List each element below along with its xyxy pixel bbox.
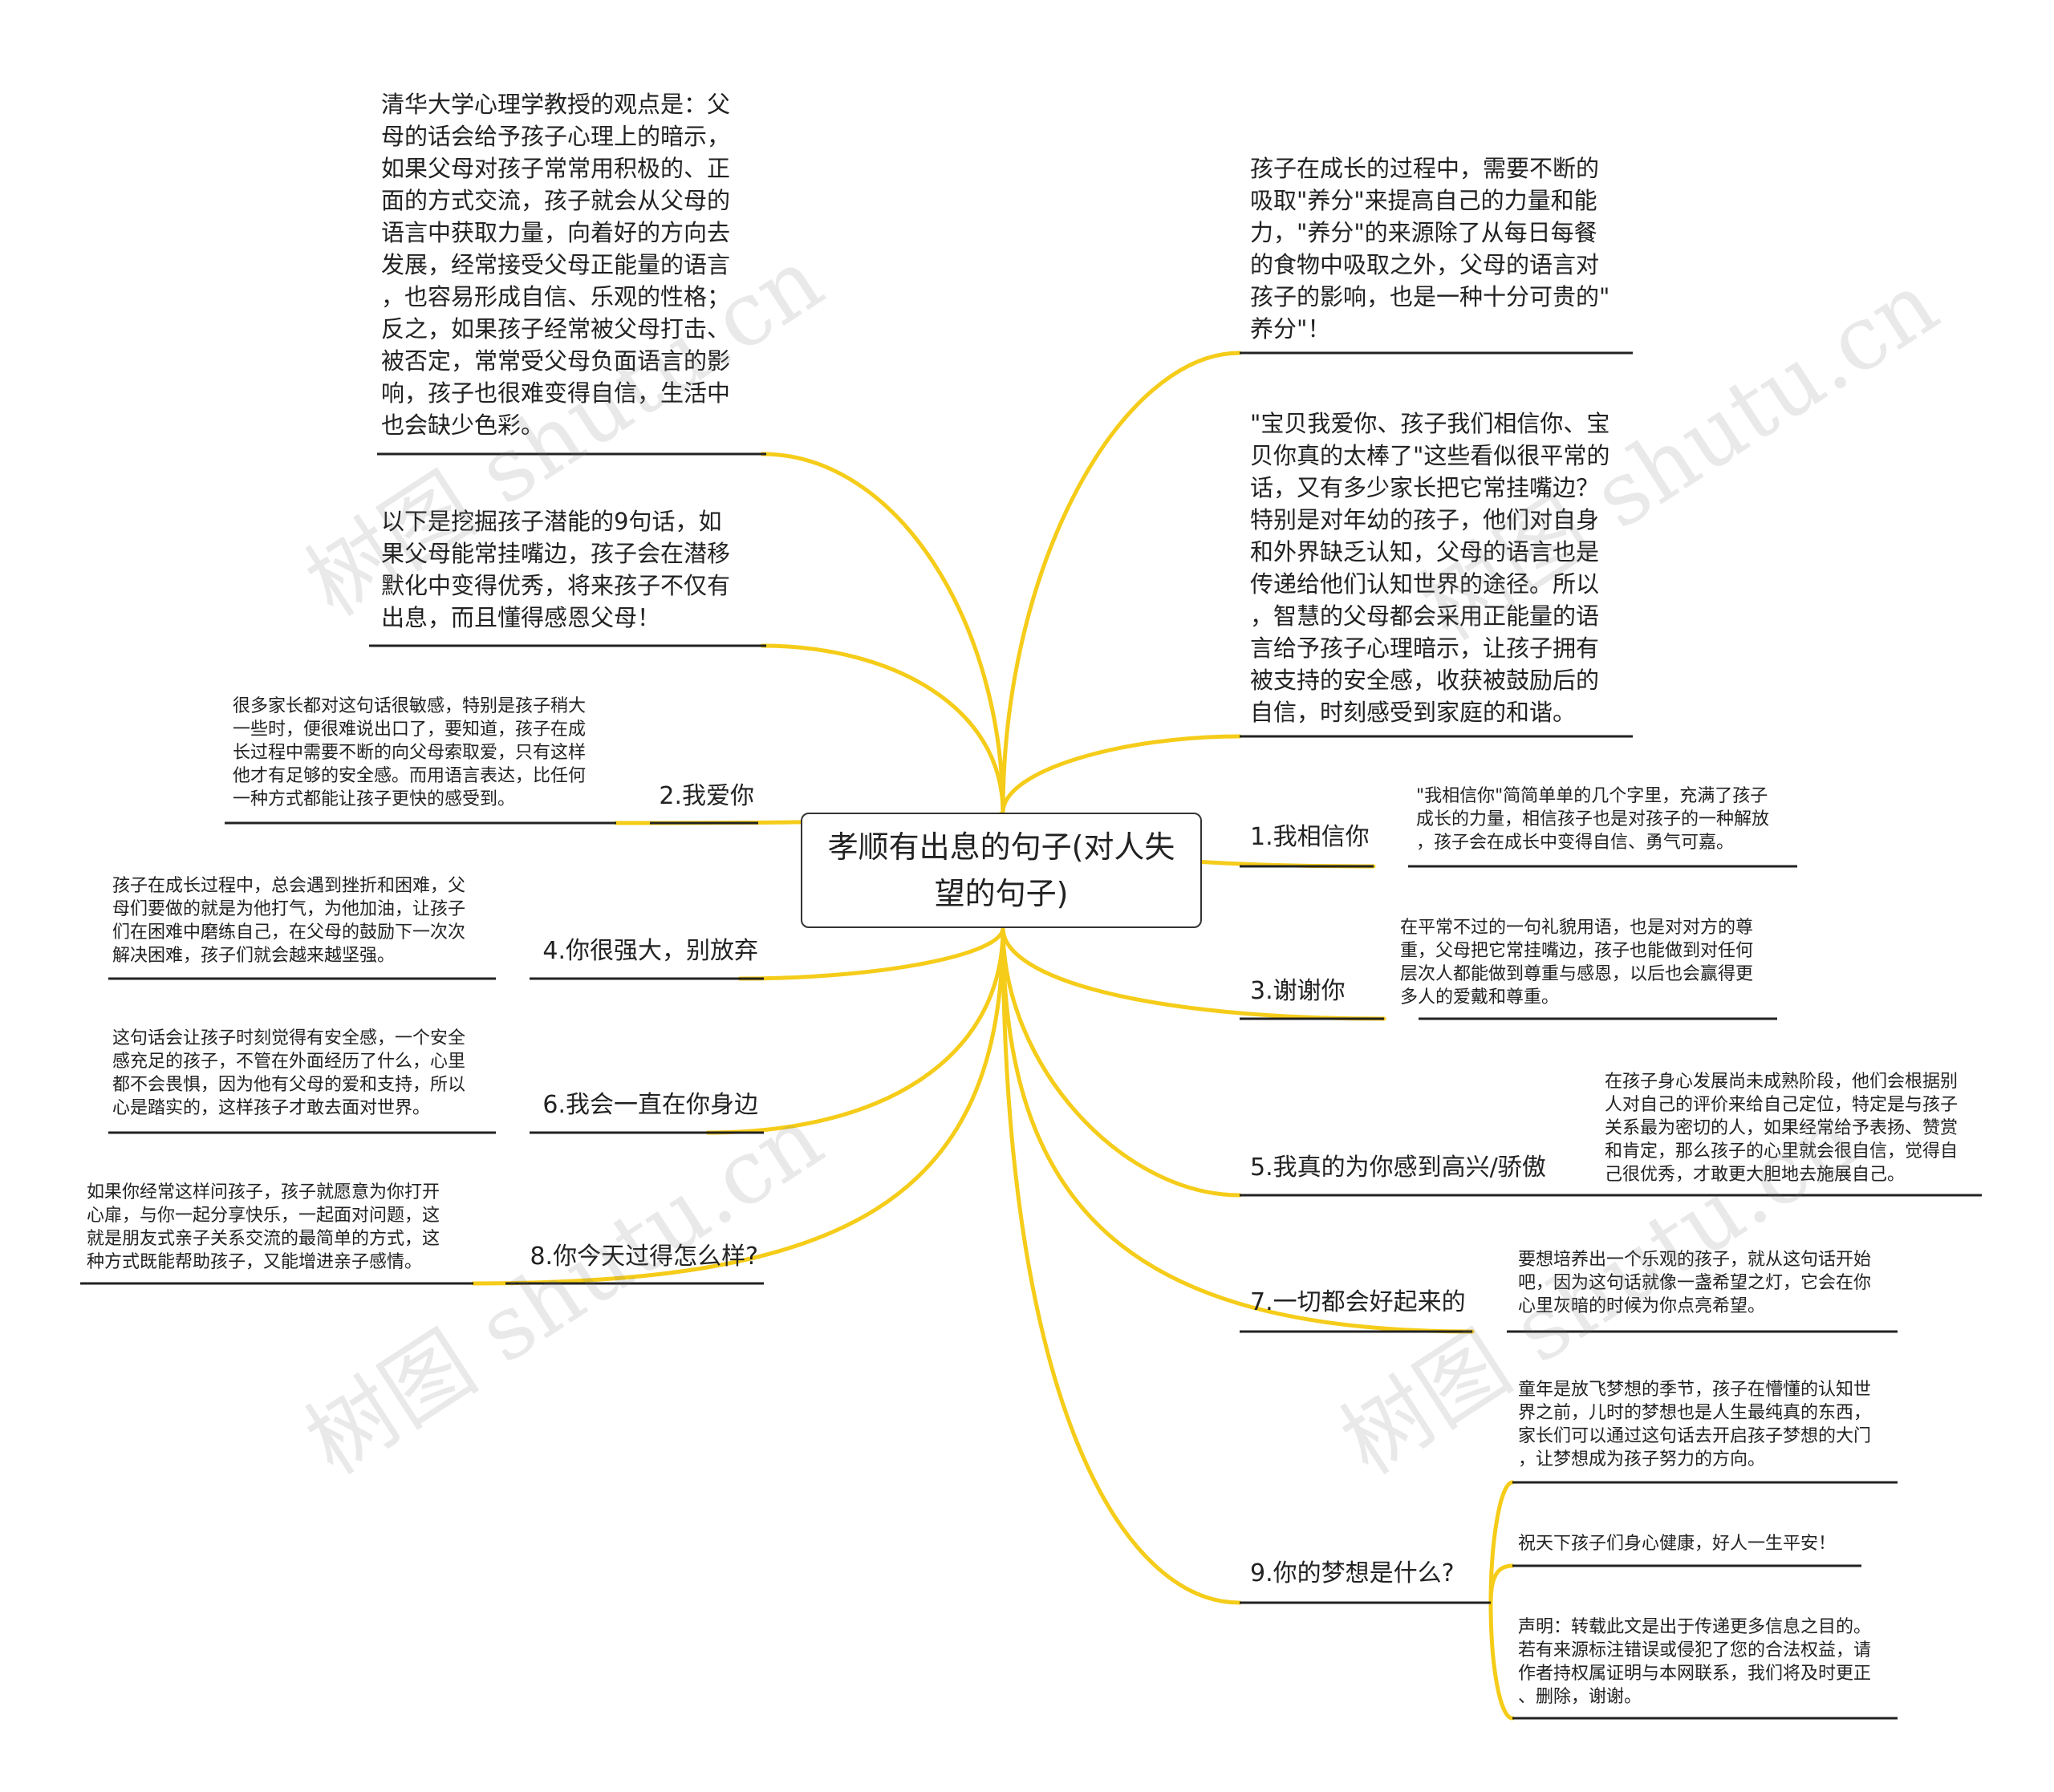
branch-right-intro-2 bbox=[1001, 734, 1242, 815]
left-2-label[interactable]: 2.我爱你 bbox=[659, 782, 754, 810]
left-6-label[interactable]: 6.我会一直在你身边 bbox=[542, 1091, 758, 1119]
right-9-label[interactable]: 9.你的梦想是什么? bbox=[1250, 1559, 1455, 1587]
right-7-detail: 要想培养出一个乐观的孩子，就从这句话开始 吧，因为这句话就像一盏希望之灯，它会在… bbox=[1518, 1250, 1872, 1316]
right-9-detail-2: 祝天下孩子们身心健康，好人一生平安！ bbox=[1518, 1534, 1837, 1554]
right-3-detail: 在平常不过的一句礼貌用语，也是对对方的尊 重，父母把它常挂嘴边，孩子也能做到对任… bbox=[1400, 918, 1754, 1007]
branch-left-8 bbox=[471, 926, 1005, 1286]
right-1-label[interactable]: 1.我相信你 bbox=[1250, 823, 1370, 851]
left-intro-1-text: 清华大学心理学教授的观点是：父 母的话会给予孩子心理上的暗示， 如果父母对孩子常… bbox=[381, 91, 731, 439]
right-intro-2-text: "宝贝我爱你、孩子我们相信你、宝 贝你真的太棒了"这些看似很平常的 话，又有多少… bbox=[1250, 410, 1610, 726]
right-7-label[interactable]: 7.一切都会好起来的 bbox=[1250, 1288, 1466, 1316]
branch-right-intro-1 bbox=[1001, 351, 1242, 815]
left-intro-2-text: 以下是挖掘孩子潜能的9句话，如 果父母能常挂嘴边，孩子会在潜移 默化中变得优秀，… bbox=[381, 508, 731, 631]
left-8-detail: 如果你经常这样问孩子，孩子就愿意为你打开 心扉，与你一起分享快乐，一起面对问题，… bbox=[87, 1182, 440, 1272]
left-6-detail: 这句话会让孩子时刻觉得有安全感，一个安全 感充足的孩子，不管在外面经历了什么，心… bbox=[112, 1028, 466, 1118]
root-node[interactable]: 孝顺有出息的句子(对人失望的句子) bbox=[801, 813, 1202, 928]
branch-left-6 bbox=[705, 926, 1005, 1135]
right-1-detail: "我相信你"简简单单的几个字里，充满了孩子 成长的力量，相信孩子也是对孩子的一种… bbox=[1416, 786, 1770, 853]
branch-right-3 bbox=[1001, 926, 1386, 1021]
branch-left-4 bbox=[737, 926, 1005, 981]
right-intro-1-text: 孩子在成长的过程中，需要不断的 吸取"养分"来提高自己的力量和能 力，"养分"的… bbox=[1250, 155, 1610, 343]
right-9-detail-3: 声明：转载此文是出于传递更多信息之目的。 若有来源标注错误或侵犯了您的合法权益，… bbox=[1518, 1617, 1872, 1707]
branch-9-detail-2 bbox=[1488, 1563, 1515, 1605]
left-8-label[interactable]: 8.你今天过得怎么样? bbox=[530, 1243, 758, 1271]
left-4-label[interactable]: 4.你很强大，别放弃 bbox=[542, 937, 758, 965]
right-5-detail: 在孩子身心发展尚未成熟阶段，他们会根据别 人对自己的评价来给自己定位，特定是与孩… bbox=[1605, 1072, 1959, 1185]
branch-right-9 bbox=[1001, 926, 1242, 1605]
branch-right-7 bbox=[1001, 926, 1475, 1334]
branch-left-intro-1 bbox=[760, 452, 1005, 815]
right-3-label[interactable]: 3.谢谢你 bbox=[1250, 977, 1346, 1005]
branch-left-intro-2 bbox=[760, 643, 1005, 815]
left-4-detail: 孩子在成长过程中，总会遇到挫折和困难，父 母们要做的就是为他打气，为他加油，让孩… bbox=[112, 876, 466, 966]
root-title: 孝顺有出息的句子(对人失望的句子) bbox=[827, 829, 1175, 911]
branch-9-detail-3 bbox=[1488, 1600, 1515, 1721]
left-2-detail: 很多家长都对这句话很敏感，特别是孩子稍大 一些时，便很难说出口了，要知道，孩子在… bbox=[233, 696, 587, 809]
branch-right-5 bbox=[1001, 926, 1242, 1198]
right-5-label[interactable]: 5.我真的为你感到高兴/骄傲 bbox=[1250, 1153, 1546, 1182]
right-9-detail-1: 童年是放飞梦想的季节，孩子在懵懂的认知世 界之前，儿时的梦想也是人生最纯真的东西… bbox=[1518, 1380, 1872, 1470]
